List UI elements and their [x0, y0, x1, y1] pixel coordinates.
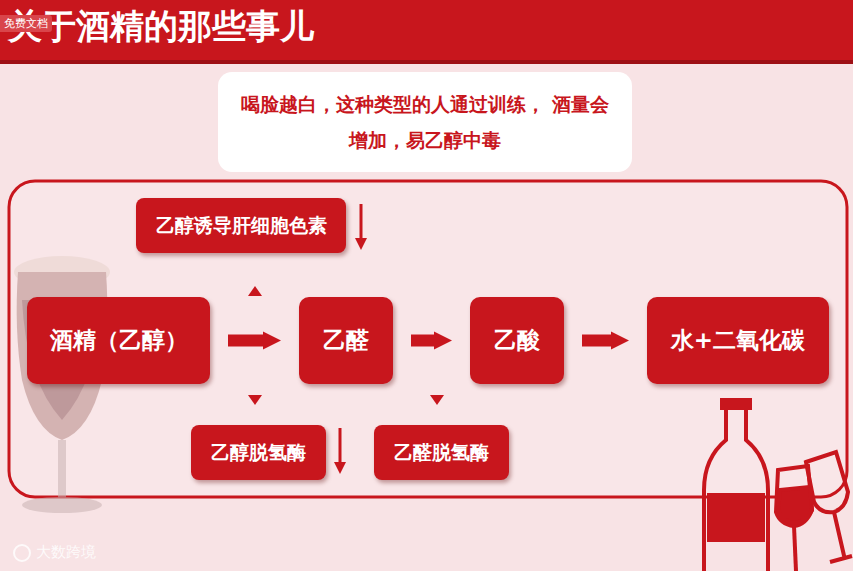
process-box: 水+二氧化碳 [647, 297, 829, 384]
node-text: 水+二氧化碳 [671, 327, 805, 355]
watermark-logo [14, 545, 30, 561]
flow-arrow [411, 335, 434, 347]
small-arrowhead [248, 395, 262, 405]
bottle-illustration [704, 400, 852, 571]
note-callout: 喝脸越白，这种类型的人通过训练， 酒量会增加，易乙醇中毒 [218, 72, 632, 172]
node-text: 乙醛脱氢酶 [394, 441, 489, 464]
node-text: 乙酸 [494, 327, 540, 355]
enzyme-box: 乙醇脱氢酶 [191, 425, 326, 480]
enzyme-box: 乙醛脱氢酶 [374, 425, 509, 480]
watermark: 大数跨境 [36, 543, 96, 562]
header-rule [0, 60, 853, 64]
node-text: 乙醛 [323, 327, 369, 355]
process-box: 酒精（乙醇） [27, 297, 210, 384]
node-text: 喝脸越白，这种类型的人通过训练， 酒量会增加，易乙醇中毒 [238, 86, 612, 158]
node-text: 乙醇脱氢酶 [211, 441, 306, 464]
header-bar [0, 0, 853, 60]
group-frame [9, 181, 847, 497]
flow-arrow [582, 335, 611, 347]
watermark-tag: 免费文档 [0, 15, 52, 32]
small-arrowhead [430, 395, 444, 405]
process-box: 乙醛 [299, 297, 393, 384]
process-box: 乙醇诱导肝细胞色素 [136, 198, 346, 253]
small-arrowhead [248, 286, 262, 296]
process-box: 乙酸 [470, 297, 564, 384]
node-text: 乙醇诱导肝细胞色素 [156, 214, 327, 237]
page-title: 关于酒精的那些事儿 [8, 4, 314, 50]
node-text: 酒精（乙醇） [50, 327, 188, 355]
glass-illustration [14, 256, 110, 513]
flow-arrow [228, 335, 263, 347]
